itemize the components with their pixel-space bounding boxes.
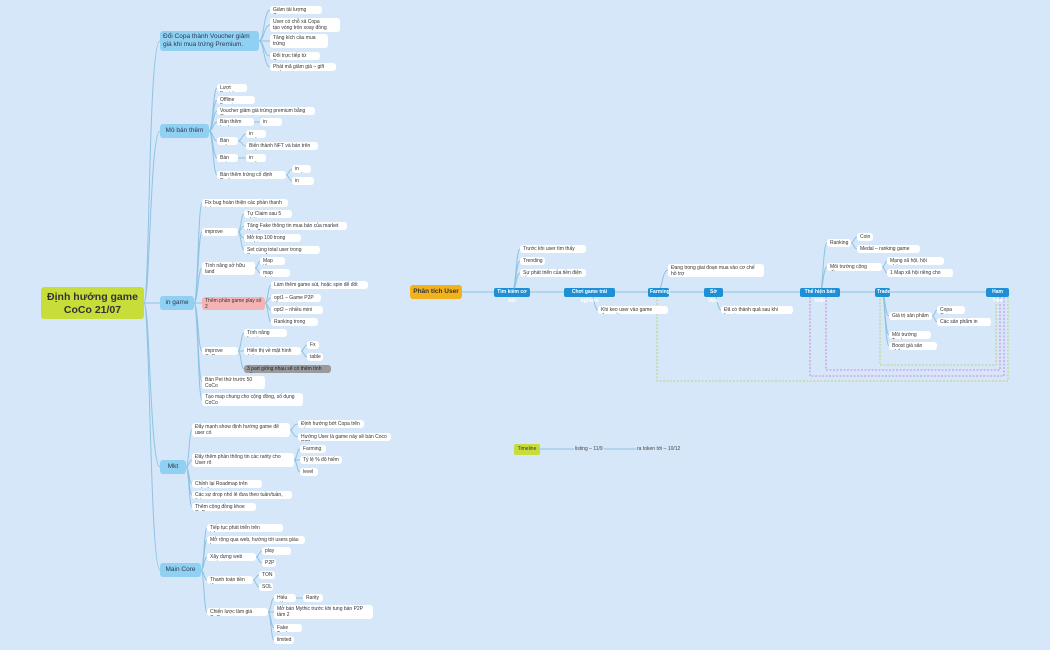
voucher-item-2[interactable]: User có chỗ xả Copa tạo vòng tròn xoay đ… <box>270 18 340 32</box>
user-analysis-topic[interactable]: Phân tích User <box>410 285 462 299</box>
core-price-sub-3[interactable]: Fake Trade <box>274 624 302 632</box>
chain-trade[interactable]: Trade <box>875 288 891 297</box>
sell-egg-sub-2[interactable]: in game <box>292 177 314 185</box>
trade-sub-1[interactable]: Giá trị sản phẩm <box>889 312 932 320</box>
root-topic[interactable]: Định hướng game CoCo 21/07 <box>41 287 144 319</box>
core-rarity-node[interactable]: Rarity <box>303 594 323 602</box>
search-sub-3[interactable]: Sự phát triển của tiền điện tử <box>520 269 586 277</box>
ingame-item-5[interactable]: improve CoCo <box>202 347 238 355</box>
branch-voucher[interactable]: Đổi Copa thành Voucher giảm giá khi mua … <box>160 31 259 51</box>
sell-item-3[interactable]: Voucher giảm giá trứng premium bằng Copa <box>217 107 315 115</box>
visual-sub-2[interactable]: table <box>307 353 323 361</box>
mkt-item-1[interactable]: Đẩy mạnh show định hướng game để user có… <box>192 423 290 437</box>
voucher-item-3[interactable]: Tăng kích cầu mua trứng Premium <box>270 34 328 48</box>
chain-own[interactable]: Sở Hữu <box>704 288 723 304</box>
core-item-1[interactable]: Tiếp tục phát triển trên telegram <box>207 524 283 532</box>
improve-coco-sub-3[interactable]: 3 part giống nhau sẽ có thêm tính năng <box>244 365 331 373</box>
value-sub-1[interactable]: Copa Coin <box>937 306 965 314</box>
rank-sub-coin[interactable]: Coin <box>857 233 873 241</box>
improve-game-sub-3[interactable]: Mở top 100 trong ranking <box>244 234 301 242</box>
core-item-3[interactable]: Xây dựng web main <box>207 553 256 561</box>
trade-sub-3[interactable]: Boost giá sản phẩm <box>889 342 937 350</box>
timeline-topic[interactable]: Timeline <box>514 444 540 455</box>
rank-sub-medal[interactable]: Medal – ranking game pop <box>857 245 920 253</box>
core-item-5[interactable]: Chiến lược làm giá CoCo <box>207 608 268 616</box>
land-sub-2[interactable]: map design <box>260 269 290 277</box>
chain-play[interactable]: Chơi game trải nghiệm <box>564 288 615 304</box>
sell-land-sub[interactable]: in game <box>260 118 282 126</box>
sell-pulp-sub-2[interactable]: Biến thành NFT và bán trên web <box>246 142 318 150</box>
sell-item-7[interactable]: Bán thêm trứng cố định Rarity <box>217 171 286 179</box>
chain-search[interactable]: Tìm kiếm cơ hội <box>494 288 530 304</box>
sell-item-6[interactable]: Bán pet <box>217 154 238 162</box>
core-web-sub-2[interactable]: P2P <box>262 559 276 567</box>
branch-main-core[interactable]: Main Core <box>160 563 201 577</box>
sell-item-4[interactable]: Bán thêm land <box>217 118 254 126</box>
voucher-item-1[interactable]: Giảm tải lượng Copa <box>270 6 322 14</box>
gameplay2-sub-1[interactable]: Làm thêm game sút, hoặc spin để đốt copa <box>271 281 368 289</box>
core-pay-sub-2[interactable]: SOL <box>259 583 273 591</box>
sell-item-2[interactable]: Offline Farming <box>217 96 255 104</box>
voucher-item-4[interactable]: Đổi trực tiếp từ Copa <box>270 52 320 60</box>
mkt-show-sub-2[interactable]: Hướng User là game này sẽ bán Coco P2P <box>298 433 391 441</box>
value-sub-2[interactable]: Các sản phẩm in game <box>937 318 991 326</box>
gameplay2-sub-2[interactable]: opt1 – Game P2P tổn <box>271 294 321 302</box>
voucher-item-5[interactable]: Phát mã giảm giá – gift code <box>270 63 336 71</box>
ingame-item-4[interactable]: Thêm phần game play số 2 (Nâng bậc/ tái … <box>202 297 265 310</box>
self-sub-ranking[interactable]: Ranking <box>827 239 851 247</box>
improve-game-sub-4[interactable]: Set cùng total user trong Season 1 <box>244 246 320 254</box>
env-sub-1[interactable]: Mạng xã hội, hội nhóm... <box>887 257 944 265</box>
branch-in-game[interactable]: in game <box>160 296 194 310</box>
sell-item-1[interactable]: Lượt Banish <box>217 84 247 92</box>
ingame-item-1[interactable]: Fix bug hoàn thiện các phần thanh toán <box>202 199 288 207</box>
ingame-item-3[interactable]: Tính năng sở hữu land (nhà đào) <box>202 262 255 275</box>
mkt-rarity-sub-3[interactable]: level <box>300 468 318 476</box>
chain-self-expression[interactable]: Thể hiện bản thân <box>800 288 840 304</box>
ingame-item-6[interactable]: Bán Pet thứ trước 50 CoCo (Epic – Legend… <box>202 376 265 389</box>
visual-sub-1[interactable]: Fx <box>307 341 319 349</box>
search-sub-2[interactable]: Trending <box>520 257 545 265</box>
improve-game-sub-1[interactable]: Tự Claim sau 5 phút <box>244 210 292 218</box>
timeline-item-1[interactable]: listing – 11/9 <box>575 446 603 452</box>
branch-mkt[interactable]: Mkt <box>160 460 186 474</box>
ingame-item-2[interactable]: improve game <box>202 228 238 236</box>
mkt-rarity-sub-2[interactable]: Tỷ lệ % độ hiếm <box>300 456 342 464</box>
mkt-item-3[interactable]: Chỉnh lại Roadmap trên website <box>192 480 262 488</box>
mkt-rarity-sub-1[interactable]: Farming <box>300 445 326 453</box>
gameplay2-sub-3[interactable]: opt2 – nhiều mini game <box>271 306 323 314</box>
core-pay-sub-1[interactable]: TON <box>259 571 275 579</box>
branch-sell[interactable]: Mô bán thêm <box>160 124 209 138</box>
core-price-sub-4[interactable]: limited <box>274 636 294 644</box>
chain-farming[interactable]: Farming <box>648 288 670 297</box>
sell-pet-sub[interactable]: in web <box>246 154 266 162</box>
mkt-item-2[interactable]: Đẩy thêm phần thông tin các rarity cho U… <box>192 453 294 467</box>
land-sub-1[interactable]: Map tổng <box>260 257 285 265</box>
sell-egg-sub-1[interactable]: in web <box>292 165 311 173</box>
search-sub-1[interactable]: Trước khi user tìm thấy game <box>520 245 586 253</box>
core-item-2[interactable]: Mở rộng qua web, hướng tới users giàu hơ… <box>207 536 305 544</box>
mkt-item-4[interactable]: Các sự drop nhỏ lẻ đưa theo tuần/tuần, t… <box>192 491 292 499</box>
own-sub[interactable]: Đã có thành quả sau khi farming <box>721 306 793 314</box>
play-sub[interactable]: Khi keo user vào game được rồi <box>598 306 668 314</box>
core-price-sub-1[interactable]: Hiếu giá <box>274 594 296 602</box>
core-price-sub-2[interactable]: Mở bán Mythic trước khi tung bán P2P tầm… <box>274 605 373 619</box>
core-item-4[interactable]: Thanh toán tiền tệ <box>207 576 253 584</box>
improve-coco-sub-1[interactable]: Tính năng farming <box>244 329 287 337</box>
improve-coco-sub-2[interactable]: Hiển thị về mặt hình ảnh <box>244 347 301 355</box>
env-sub-2[interactable]: 1 Map xã hội riêng cho game <box>887 269 953 277</box>
improve-game-sub-2[interactable]: Tăng Fake thông tin mua bán của market l… <box>244 222 347 230</box>
mkt-show-sub-1[interactable]: Định hướng bớt Copa trên sàn <box>298 420 364 428</box>
self-sub-community[interactable]: Môi trường cộng đồng <box>827 263 882 271</box>
farming-sub[interactable]: Đang trong giai đoạn mua vào cơ chế hồ t… <box>668 264 764 277</box>
timeline-item-2[interactable]: ra token tới – 10/12 <box>637 446 681 452</box>
gameplay2-sub-4[interactable]: Ranking trong game <box>271 318 318 326</box>
chain-greed[interactable]: Ham Tiền <box>986 288 1009 304</box>
sell-item-5[interactable]: Bán pulp <box>217 137 238 145</box>
trade-sub-2[interactable]: Môi trường Trade <box>889 331 931 339</box>
sell-pulp-sub-1[interactable]: in web <box>246 130 266 138</box>
mkt-item-5[interactable]: Thêm cộng đồng khoe CoCo. <box>192 503 256 511</box>
ingame-item-7[interactable]: Tạo map chung cho cộng đồng, số dụng CoC… <box>202 393 303 406</box>
core-web-sub-1[interactable]: play game <box>262 547 291 555</box>
